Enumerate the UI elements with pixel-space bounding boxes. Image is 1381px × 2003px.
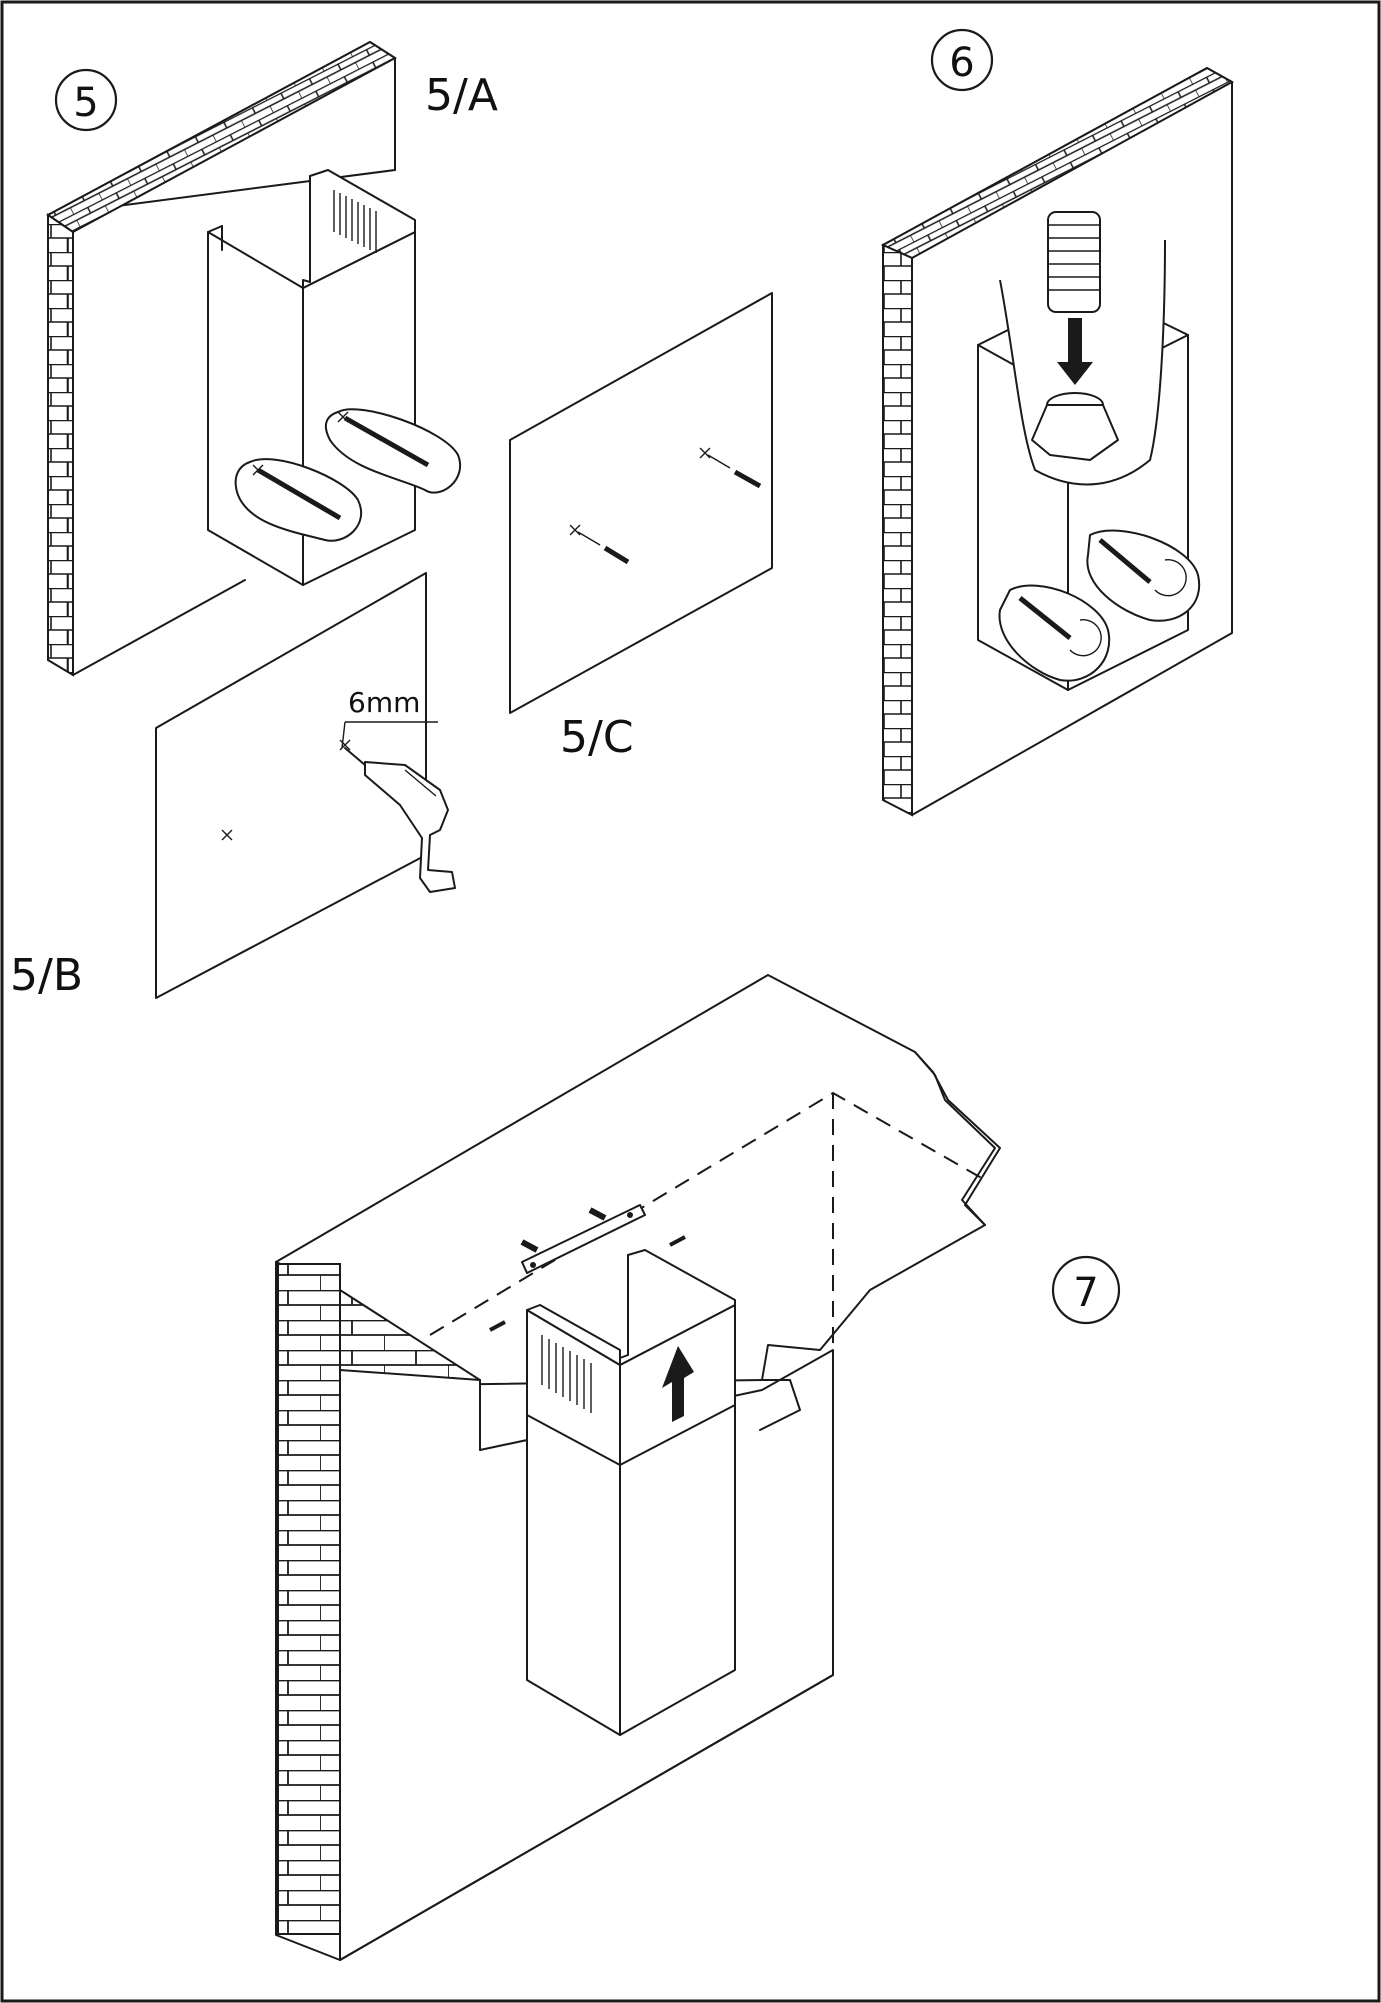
vent-slots-5a	[333, 190, 377, 253]
chimney-installed-7	[526, 1249, 736, 1736]
screw-detail-bubbles-6	[998, 529, 1201, 682]
step7-number-circle	[1051, 1255, 1121, 1325]
step5-wall	[46, 40, 397, 677]
step5-number-circle	[54, 68, 118, 132]
arrow-up-icon	[662, 1346, 694, 1422]
mounting-bracket	[489, 1204, 686, 1332]
screw-detail-bubbles-5a	[234, 408, 461, 542]
drill-size-label: 6mm	[348, 686, 420, 719]
step5b-label: 5/B	[10, 950, 83, 1001]
step5-number: 5	[73, 80, 98, 126]
step6-number-circle	[930, 28, 994, 92]
vent-slots-7	[541, 1335, 592, 1413]
step6-number: 6	[949, 40, 974, 86]
arrow-down-icon	[1057, 318, 1093, 385]
step7-number: 7	[1073, 1270, 1098, 1316]
step5c-wall-panel	[509, 292, 773, 714]
drill-icon	[344, 747, 456, 893]
step5a-label: 5/A	[425, 70, 498, 121]
step5c-label: 5/C	[560, 712, 634, 763]
duct-detail-bubble	[999, 211, 1166, 486]
